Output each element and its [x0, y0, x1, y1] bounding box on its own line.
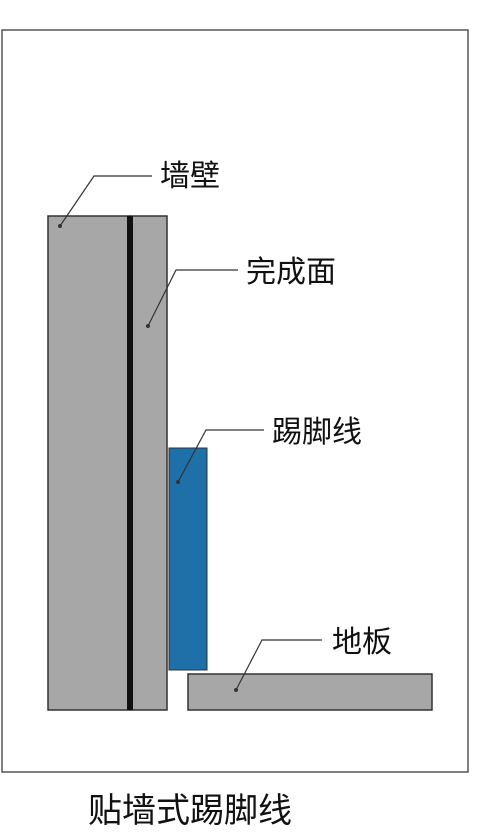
diagram-caption: 贴墙式踢脚线	[88, 791, 292, 831]
finish-surface-leader-line	[147, 269, 238, 327]
wall-label: 墙壁	[160, 159, 220, 194]
floor-leader-dot	[234, 688, 238, 692]
floor-block	[187, 673, 433, 711]
floor-leader-line	[235, 639, 322, 691]
baseboard-leader-dot	[176, 480, 180, 484]
diagram-frame	[1, 29, 469, 773]
finish-surface-label: 完成面	[246, 255, 336, 290]
baseboard-label: 踢脚线	[272, 415, 362, 450]
finish-surface-layer	[129, 215, 168, 711]
baseboard-leader-line	[177, 429, 264, 483]
wall-leader-dot	[58, 224, 62, 228]
floor-label: 地板	[332, 625, 392, 660]
finish-surface-leader-dot	[146, 324, 150, 328]
wall-block	[47, 215, 131, 711]
wall-divider-line	[127, 216, 133, 710]
wall-leader-line	[59, 175, 152, 227]
baseboard-block	[168, 447, 208, 671]
